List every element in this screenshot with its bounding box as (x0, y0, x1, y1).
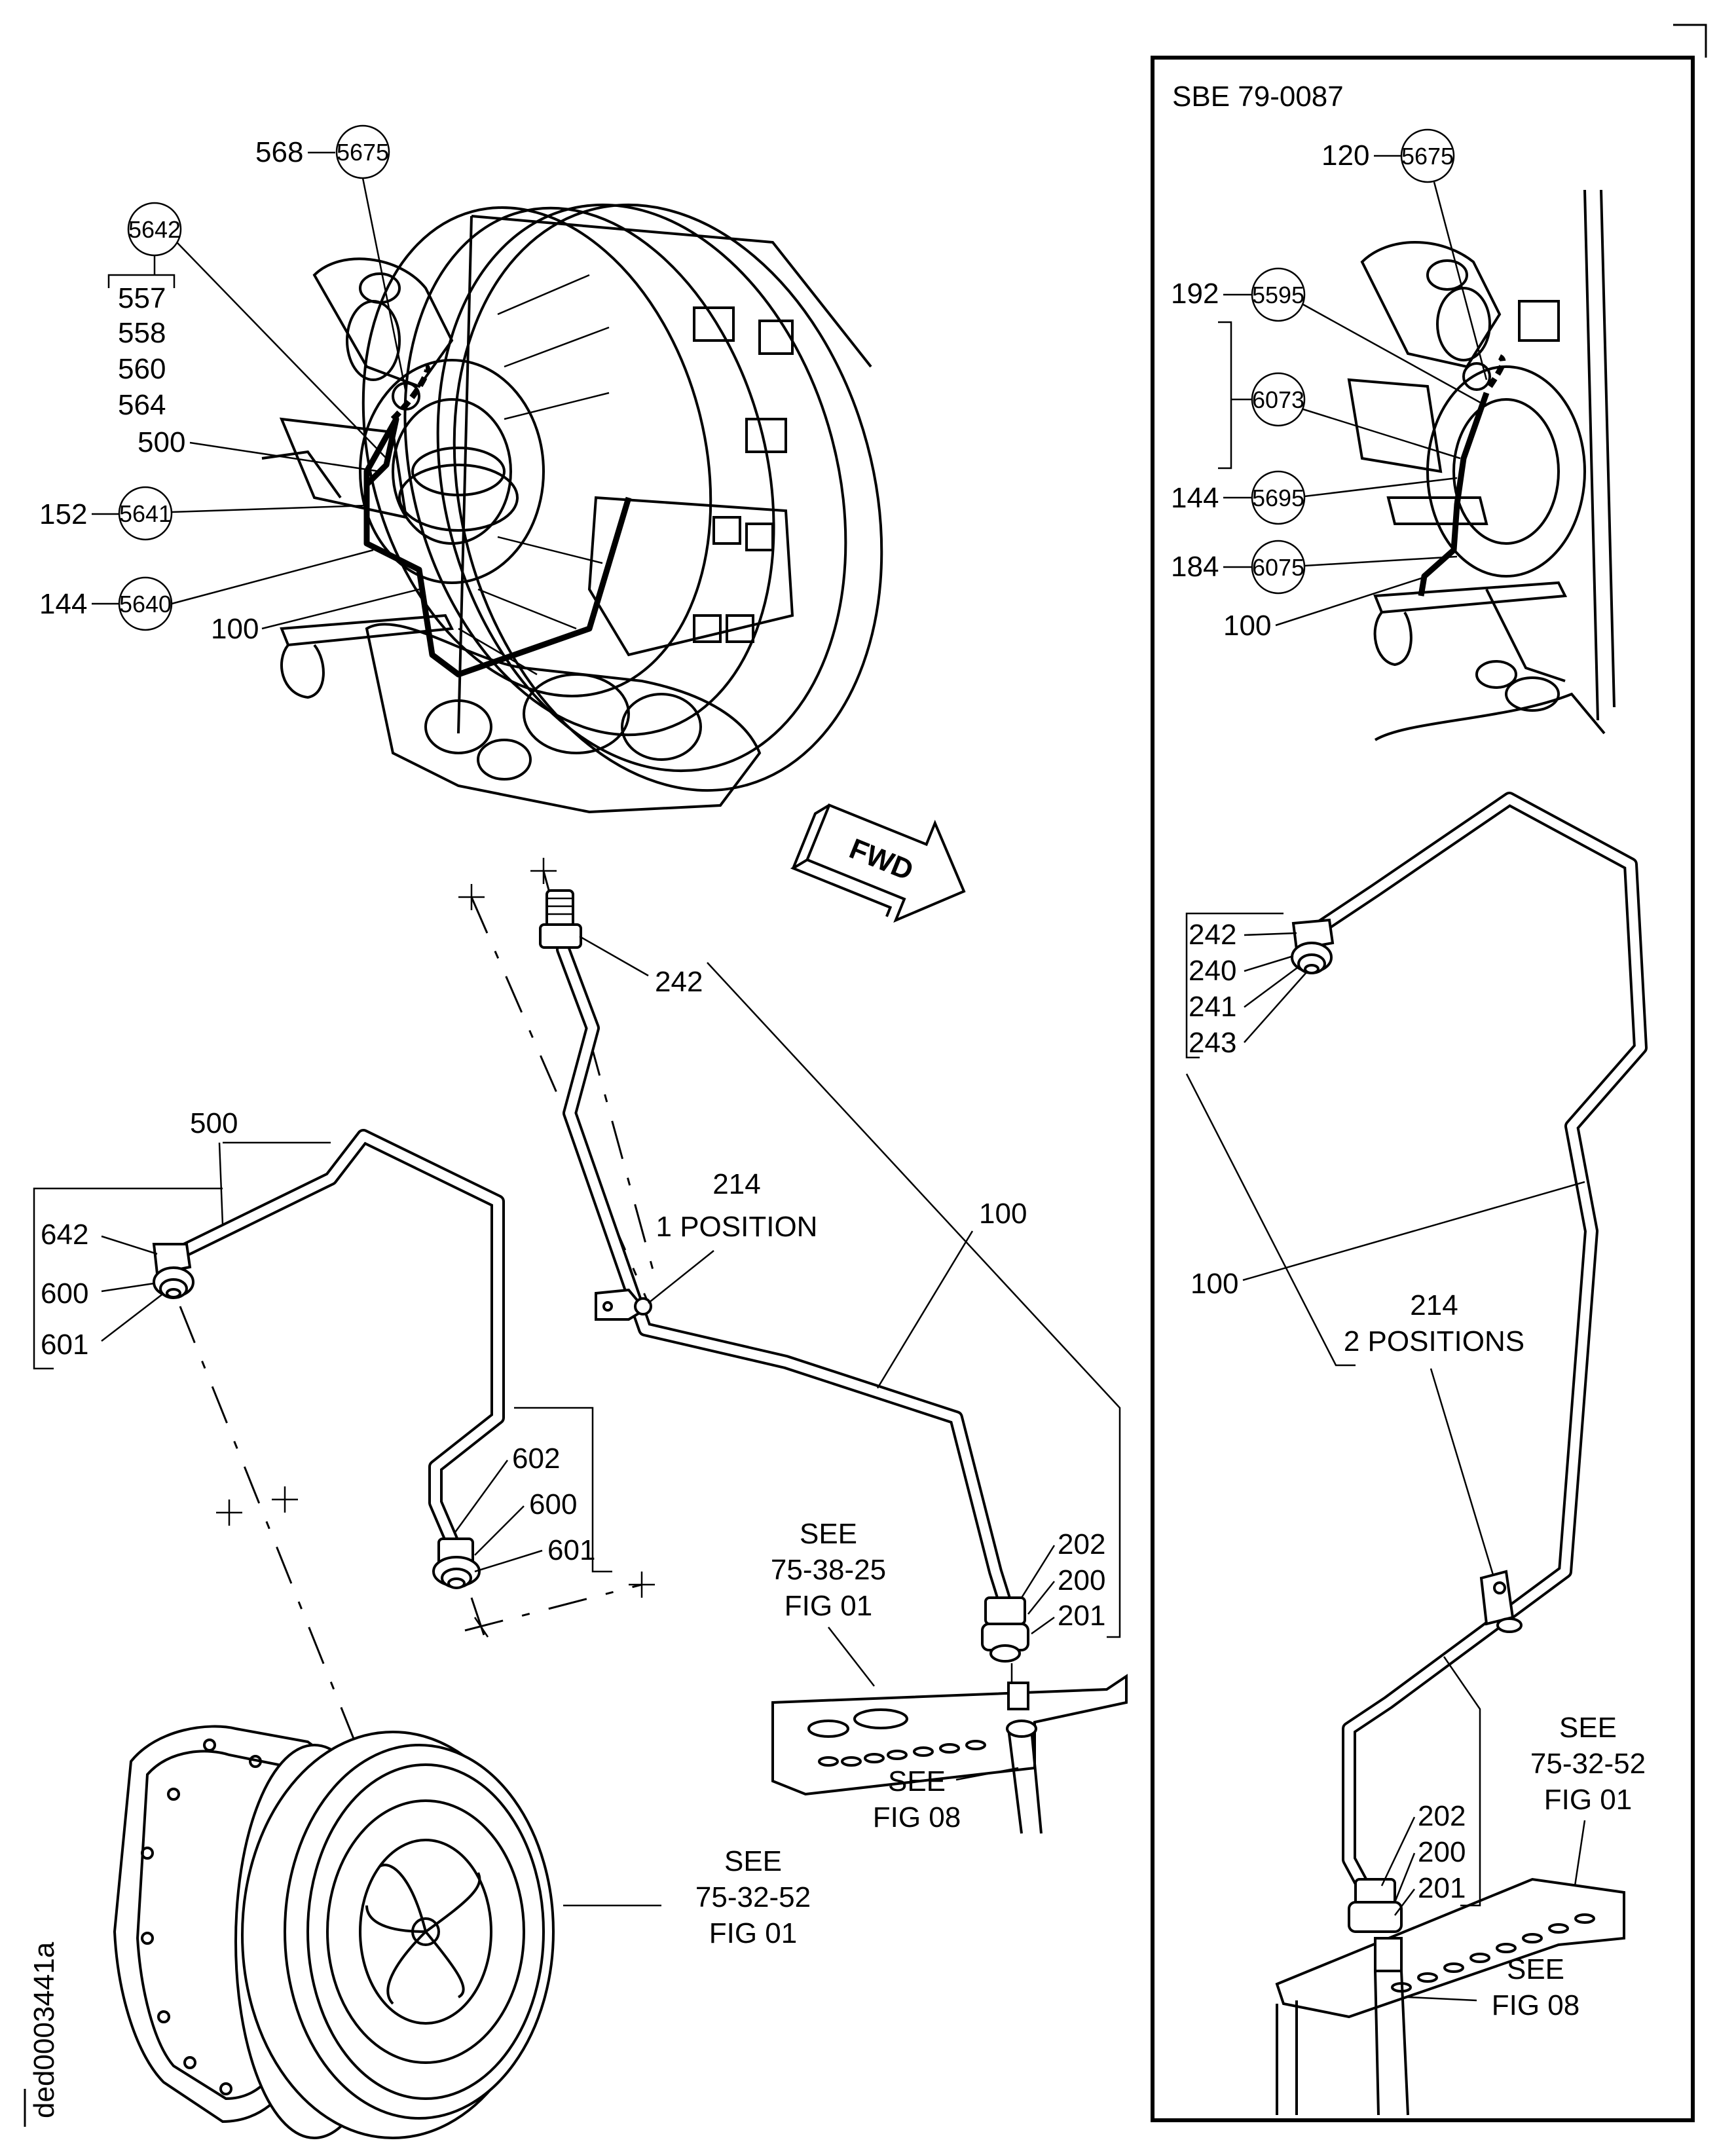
sbe-callout-item-120: 120 (1321, 139, 1369, 172)
label-item-202: 202 (1058, 1528, 1105, 1560)
label-clamp-note: 1 POSITION (656, 1211, 818, 1243)
see-ref-fig-01: FIG 01 (785, 1590, 873, 1622)
sbe-tube-item-240: 240 (1189, 955, 1236, 987)
see-ref-fig-08: FIG 08 (873, 1801, 961, 1833)
fwd-arrow-icon: FWD (790, 803, 966, 923)
sbe-callout-fig-5675: 5675 (1401, 143, 1454, 170)
sbe-clamp-note: 2 POSITIONS (1344, 1325, 1524, 1357)
gearbox-callouts: SEE 75-32-52 FIG 01 (563, 1845, 811, 1949)
callout-item-152: 152 (39, 498, 87, 530)
callout-item-560: 560 (118, 353, 166, 385)
sbe-callout-fig-5695: 5695 (1252, 485, 1304, 511)
tube-500-detail (152, 1129, 505, 1756)
sbe-see-ref-75-32-52: 75-32-52 (1530, 1748, 1646, 1780)
callout-item-558: 558 (118, 317, 166, 349)
sbe-fitting-200: 200 (1418, 1836, 1466, 1868)
callout-item-144: 144 (39, 588, 87, 620)
sbe-callouts: 120 5675 192 5595 6073 144 5695 184 6075… (1171, 128, 1488, 642)
corner-marks (24, 24, 1707, 2127)
callout-item-500: 500 (138, 426, 185, 458)
sbe-box-title: SBE 79-0087 (1172, 81, 1344, 113)
sbe-fitting-202: 202 (1418, 1800, 1466, 1832)
callout-item-564: 564 (118, 389, 166, 421)
main-callouts: 568 5675 5642 557 558 560 564 500 152 56… (39, 124, 420, 645)
label-item-100: 100 (979, 1198, 1027, 1230)
sbe-engine-illustration (1347, 189, 1616, 741)
callout-item-568: 568 (255, 136, 303, 168)
callout-item-557: 557 (118, 282, 166, 314)
sbe-callout-item-184: 184 (1171, 551, 1219, 583)
label-upper-600: 600 (41, 1278, 88, 1310)
see-ref-word-75-32-52-left: SEE (724, 1845, 782, 1877)
callout-fig-5641: 5641 (119, 500, 172, 527)
label-item-201: 201 (1058, 1600, 1105, 1632)
sbe-callout-item-100: 100 (1223, 610, 1271, 642)
gearbox-pad-detail (113, 1725, 555, 2139)
sbe-tube-item-241: 241 (1189, 991, 1236, 1023)
label-item-214: 214 (712, 1168, 760, 1200)
label-tube-500: 500 (190, 1107, 238, 1139)
tube-100-detail (458, 858, 1128, 1834)
see-ref-75-32-52-left: 75-32-52 (695, 1881, 811, 1913)
sbe-see-word-fig-08: SEE (1507, 1953, 1564, 1985)
doc-code: ded0003441a (28, 1941, 60, 2118)
sbe-see-word-75-32-52: SEE (1559, 1712, 1617, 1744)
main-engine-illustration (261, 203, 883, 814)
see-ref-word-fig-08: SEE (888, 1765, 946, 1797)
sbe-callout-item-192: 192 (1171, 278, 1219, 310)
tube-500-callouts: 500 642 600 601 602 600 601 (33, 1107, 612, 1573)
sbe-callout-fig-6075: 6075 (1252, 554, 1304, 581)
label-item-242: 242 (655, 966, 703, 998)
label-lower-602: 602 (512, 1443, 560, 1475)
sbe-fitting-201: 201 (1418, 1872, 1466, 1904)
sbe-see-ref-fig-08: FIG 08 (1492, 1989, 1580, 2021)
see-ref-fig-01-left: FIG 01 (709, 1917, 798, 1949)
label-lower-600: 600 (529, 1488, 577, 1520)
label-upper-601: 601 (41, 1329, 88, 1361)
sbe-tube-item-100: 100 (1191, 1268, 1238, 1300)
sbe-tube-callouts: 242 240 241 243 100 214 2 POSITIONS 202 … (1185, 912, 1646, 2021)
callout-fig-5642: 5642 (128, 216, 181, 243)
sbe-tube-detail (1275, 792, 1648, 2116)
see-ref-word-75-38-25: SEE (800, 1518, 857, 1550)
tube-100-callouts: 242 214 1 POSITION 100 202 200 201 SEE 7… (579, 935, 1121, 1833)
label-item-200: 200 (1058, 1564, 1105, 1596)
sbe-callout-fig-6073: 6073 (1252, 386, 1304, 413)
sbe-clamp-item-214: 214 (1410, 1289, 1458, 1321)
sbe-tube-item-243: 243 (1189, 1027, 1236, 1059)
sbe-see-ref-fig-01: FIG 01 (1544, 1784, 1633, 1816)
sbe-tube-item-242: 242 (1189, 919, 1236, 951)
label-lower-601: 601 (547, 1534, 595, 1566)
callout-fig-5675: 5675 (337, 139, 389, 166)
label-upper-642: 642 (41, 1219, 88, 1251)
see-ref-75-38-25: 75-38-25 (771, 1554, 886, 1586)
sbe-box: SBE 79-0087 (1151, 56, 1695, 2122)
sbe-callout-fig-5595: 5595 (1252, 282, 1304, 308)
callout-item-100: 100 (211, 613, 259, 645)
callout-fig-5640: 5640 (119, 591, 172, 617)
sbe-callout-item-144: 144 (1171, 482, 1219, 514)
